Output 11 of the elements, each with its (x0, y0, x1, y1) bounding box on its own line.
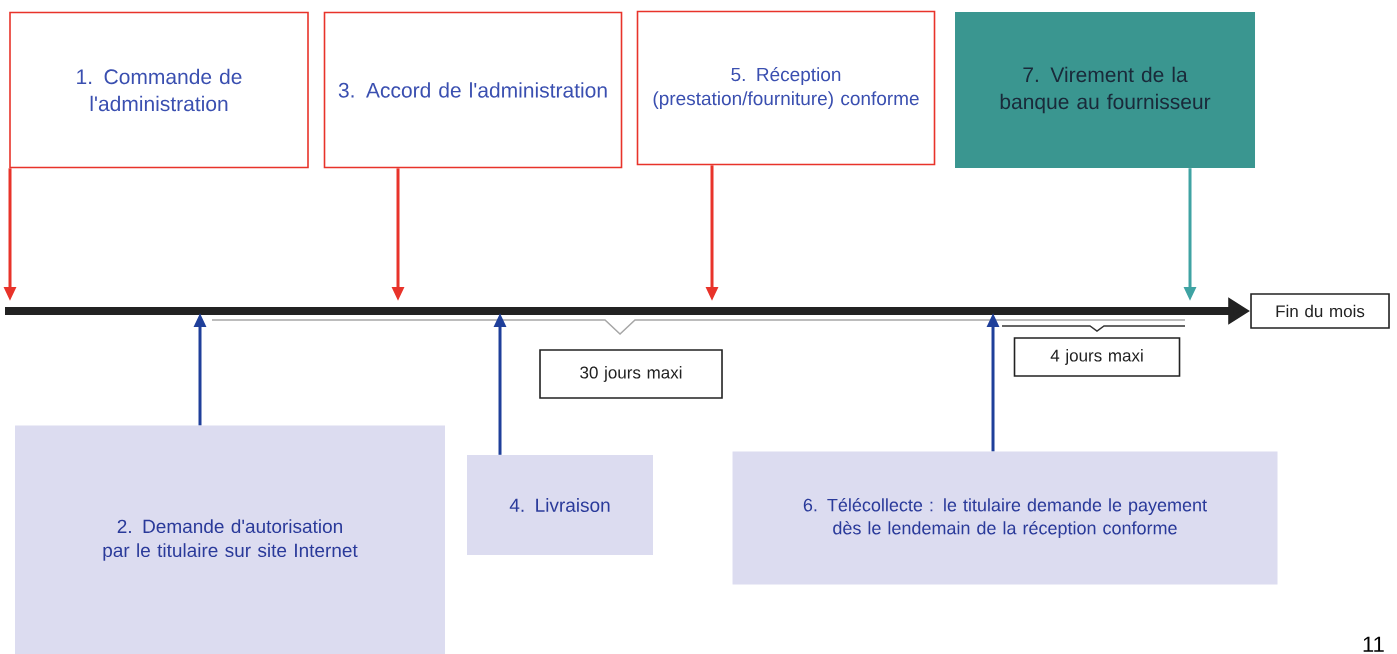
step-box: 3. Accord de l'administration (323, 11, 623, 169)
duration-box: 4 jours maxi (1013, 337, 1181, 377)
end-label-box: Fin du mois (1250, 293, 1390, 329)
step-box: 1. Commande de l'administration (9, 11, 309, 169)
step-box: 2. Demande d'autorisation par le titulaire sur site Internet (15, 425, 445, 654)
step-box: 7. Virement de la banque au fournisseur (955, 12, 1255, 168)
duration-box: 30 jours maxi (539, 349, 723, 399)
step-box: 6. Télécollecte : le titulaire demande le payement dès le lendemain de la réception conforme (732, 451, 1278, 585)
page-number: 11 (1363, 636, 1384, 652)
step-box: 4. Livraison (467, 455, 653, 555)
step-box: 5. Réception (prestation/fourniture) conforme (636, 10, 936, 166)
